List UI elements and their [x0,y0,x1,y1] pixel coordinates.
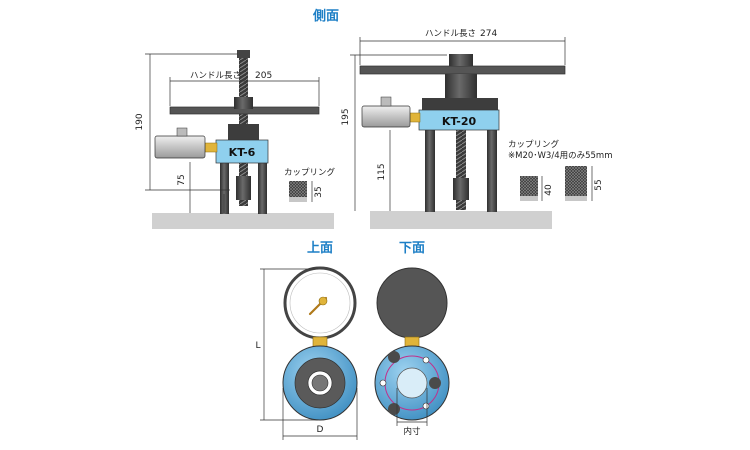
title-side: 側面 [312,8,339,24]
kt6-gauge-body [154,135,206,159]
kt20-side-view: KT-20 カップリング ※M20･W3/4用のみ55mm ハンドル長さ 274… [341,29,612,229]
kt20-brass-connector [409,112,421,123]
kt20-nut-top [449,54,473,66]
kt6-brass-connector [204,142,218,153]
kt20-gauge-top [380,96,392,107]
bottom-view: 内寸 [374,267,450,437]
kt6-nut [234,97,253,109]
top-dim-D: D [317,425,324,435]
kt20-coupling-b-base [565,196,587,201]
kt20-gauge-body [361,105,411,128]
kt20-coupling-a-base [520,196,538,201]
bottom-leg-2 [429,377,441,389]
kt6-coupling-base [289,197,307,202]
kt6-coupling [289,181,307,202]
kt20-coupling-note: ※M20･W3/4用のみ55mm [508,151,612,161]
kt6-handle-length: 205 [255,71,272,81]
kt6-coupling-height: 35 [314,186,324,197]
kt20-nut [445,74,477,98]
kt20-height-total: 195 [341,108,351,125]
kt20-screw [456,60,466,210]
top-view: L D [255,266,358,440]
kt6-side-view: KT-6 カップリング 190 75 ハンドル長さ 205 35 [135,50,336,229]
kt6-height-total: 190 [135,113,145,130]
kt6-label: KT-6 [229,146,256,159]
kt20-label: KT-20 [442,115,477,128]
kt6-handle-length-label: ハンドル長さ [190,71,241,81]
kt20-handle-length-label: ハンドル長さ [425,29,476,39]
kt20-coupling-height-b: 55 [594,179,604,190]
kt6-leg-left [220,160,229,214]
top-gauge-pivot [318,296,328,306]
kt20-coupling-b [565,166,587,201]
kt20-leg-right [487,127,497,212]
kt20-body-top [422,98,498,110]
bottom-hole-1 [379,379,387,387]
top-dim-L: L [255,341,260,351]
kt6-screw-cap [237,50,250,58]
kt6-ground [152,213,334,229]
bottom-bore [396,367,428,399]
kt20-ground [370,211,552,229]
kt20-leg-left [425,127,435,212]
bottom-inner-label: 内寸 [403,426,421,437]
kt20-handle-length: 274 [480,29,497,39]
kt6-gauge-top [176,127,188,137]
bottom-gauge-back [376,267,448,339]
kt20-height-lower: 115 [377,163,387,180]
kt20-coupling-label: カップリング [508,139,560,150]
bottom-leg-3 [388,403,400,415]
kt6-clamp [236,176,251,200]
bottom-hole-3 [422,402,430,410]
title-top: 上面 [307,241,333,256]
kt6-body-top [228,124,259,140]
kt6-leg-right [258,160,267,214]
kt20-clamp [453,178,469,200]
bottom-hole-2 [422,356,430,364]
kt6-coupling-label: カップリング [284,167,336,178]
kt20-coupling-height-a: 40 [544,184,554,196]
kt6-height-lower: 75 [177,174,187,185]
kt20-handle-bar [359,65,566,75]
title-bottom: 下面 [399,241,425,256]
kt20-coupling-a [520,176,538,201]
bottom-leg-1 [388,351,400,363]
